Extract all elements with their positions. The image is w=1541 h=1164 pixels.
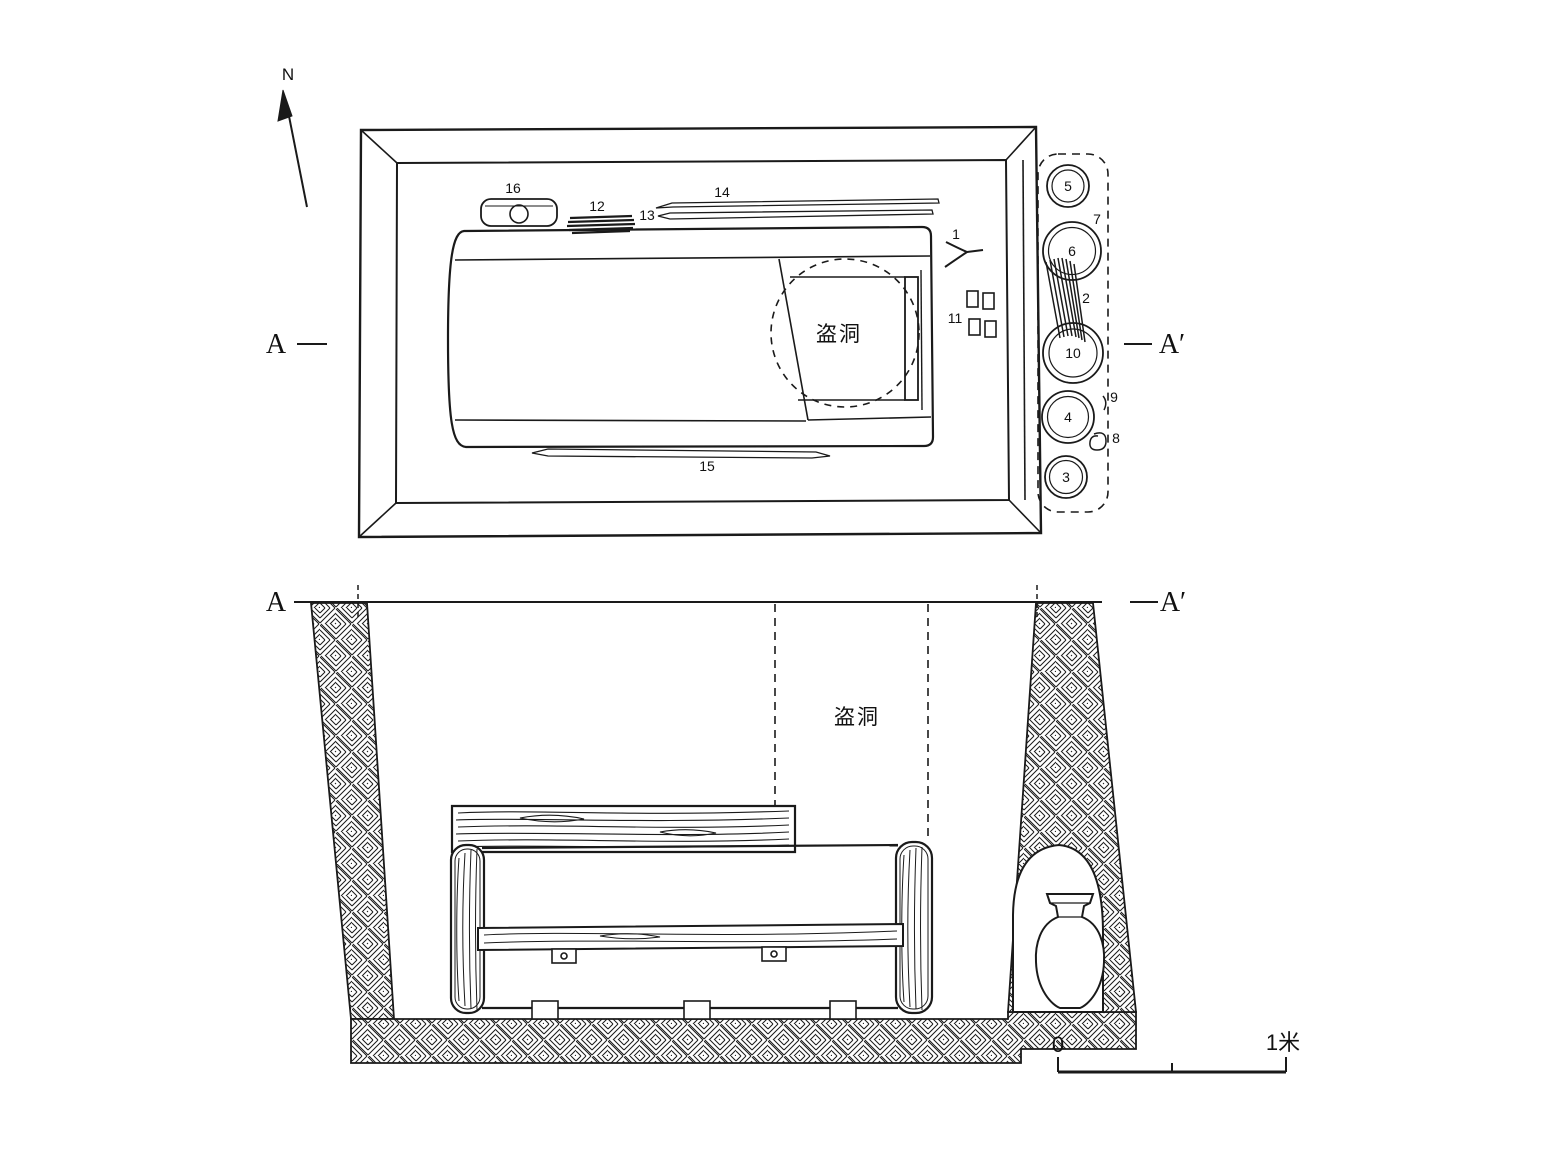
section-view: 盗洞 A A′ <box>266 585 1186 1064</box>
vessel-label-10: 10 <box>1065 345 1081 361</box>
artifact-14-rod <box>655 198 940 209</box>
coffin-plan: 盗洞 <box>446 225 935 449</box>
robber-pit-edges-plan <box>790 276 905 401</box>
coffin-right-end-board <box>894 840 934 1015</box>
coffin-left-end-board <box>449 843 486 1015</box>
niche-outline-plan <box>1037 153 1109 513</box>
north-arrow-shaft <box>285 100 308 208</box>
vessel-5: 5 <box>1046 164 1090 208</box>
vessel-label-3: 3 <box>1062 469 1070 485</box>
artifact-9-object <box>1102 395 1107 411</box>
coffin-outline-plan <box>446 225 935 449</box>
artifact-label-1: 1 <box>952 226 960 242</box>
north-label: N <box>282 65 294 84</box>
coffin-south-plank-line <box>454 419 807 422</box>
robber-hole-label-plan: 盗洞 <box>816 323 862 346</box>
scale-bar: 0 1米 <box>1052 1030 1300 1074</box>
pit-floor-hatch <box>350 1011 1137 1064</box>
pit-outline-plan <box>357 125 1043 539</box>
artifact-label-16: 16 <box>505 180 521 196</box>
artifact-label-11: 11 <box>948 310 963 326</box>
section-marker-a-prime: A′ <box>1160 587 1186 618</box>
plan-view: 盗洞 16 12 14 13 <box>266 125 1185 539</box>
jar-neck-lines <box>1050 902 1090 918</box>
vessel-label-7: 7 <box>1093 211 1101 227</box>
artifact-16-box <box>480 198 558 227</box>
coffin-sleepers <box>531 1000 857 1020</box>
chamber-right-wall-line <box>1022 159 1026 501</box>
artifact-label-15: 15 <box>699 458 715 474</box>
coffin-south-plank-line-east <box>807 416 932 421</box>
niche-plan: 5 7 6 2 10 9 4 <box>1037 153 1120 513</box>
section-marker-a-plan: A <box>266 329 287 360</box>
section-line-plan: A A′ <box>266 329 1185 360</box>
vessel-label-4: 4 <box>1064 409 1072 425</box>
vessel-10: 10 <box>1042 322 1104 384</box>
artifact-2-bundle <box>1045 257 1086 343</box>
wood-grain-cover <box>455 810 790 848</box>
vessel-label-5: 5 <box>1064 178 1072 194</box>
north-arrow: N <box>277 65 308 208</box>
chamber-cover-plank <box>450 804 797 854</box>
vessel-label-6: 6 <box>1068 243 1076 259</box>
artifact-15-rod <box>531 448 831 459</box>
coffin-top-line <box>481 843 899 850</box>
jar-in-niche <box>1034 893 1106 1009</box>
section-marker-a: A <box>266 587 287 618</box>
artifact-13-rod <box>657 209 934 220</box>
left-wall-hatch <box>310 602 395 1020</box>
artifact-label-9: 9 <box>1110 389 1118 405</box>
artifact-1-object <box>944 241 984 268</box>
coffin-section <box>449 804 934 1020</box>
artifact-11-plaques <box>966 290 997 338</box>
coffin-east-board-line <box>920 269 923 411</box>
artifacts-plan: 16 12 14 13 1 <box>480 180 997 474</box>
artifact-label-2: 2 <box>1082 290 1090 306</box>
vessel-3: 3 <box>1044 455 1088 499</box>
artifact-label-14: 14 <box>714 184 730 200</box>
jar-outline <box>1034 893 1106 1009</box>
scale-max-label: 1米 <box>1266 1030 1300 1055</box>
scale-zero-label: 0 <box>1052 1032 1064 1057</box>
section-marker-a-prime-plan: A′ <box>1159 329 1185 360</box>
artifact-label-8: 8 <box>1112 430 1120 446</box>
pit-corner-bevels <box>358 126 1042 538</box>
robber-hole-outline-plan <box>770 258 920 408</box>
coffin-north-plank-line <box>454 255 931 261</box>
coffin-cleats <box>551 946 787 964</box>
wood-grain-board <box>483 930 898 944</box>
scale-bar-ticks <box>1057 1057 1287 1072</box>
artifact-12-stack <box>566 214 636 235</box>
north-arrow-head-icon <box>277 89 293 122</box>
robber-hole-label-section: 盗洞 <box>834 706 880 729</box>
vessel-4: 4 <box>1041 390 1095 444</box>
artifact-label-13: 13 <box>639 207 655 223</box>
displaced-end-board <box>904 276 919 401</box>
wood-grain-left-end <box>456 848 478 1011</box>
artifact-8-spiral <box>1089 432 1107 451</box>
coffin-interior-board <box>477 922 904 952</box>
artifact-label-12: 12 <box>589 198 605 214</box>
